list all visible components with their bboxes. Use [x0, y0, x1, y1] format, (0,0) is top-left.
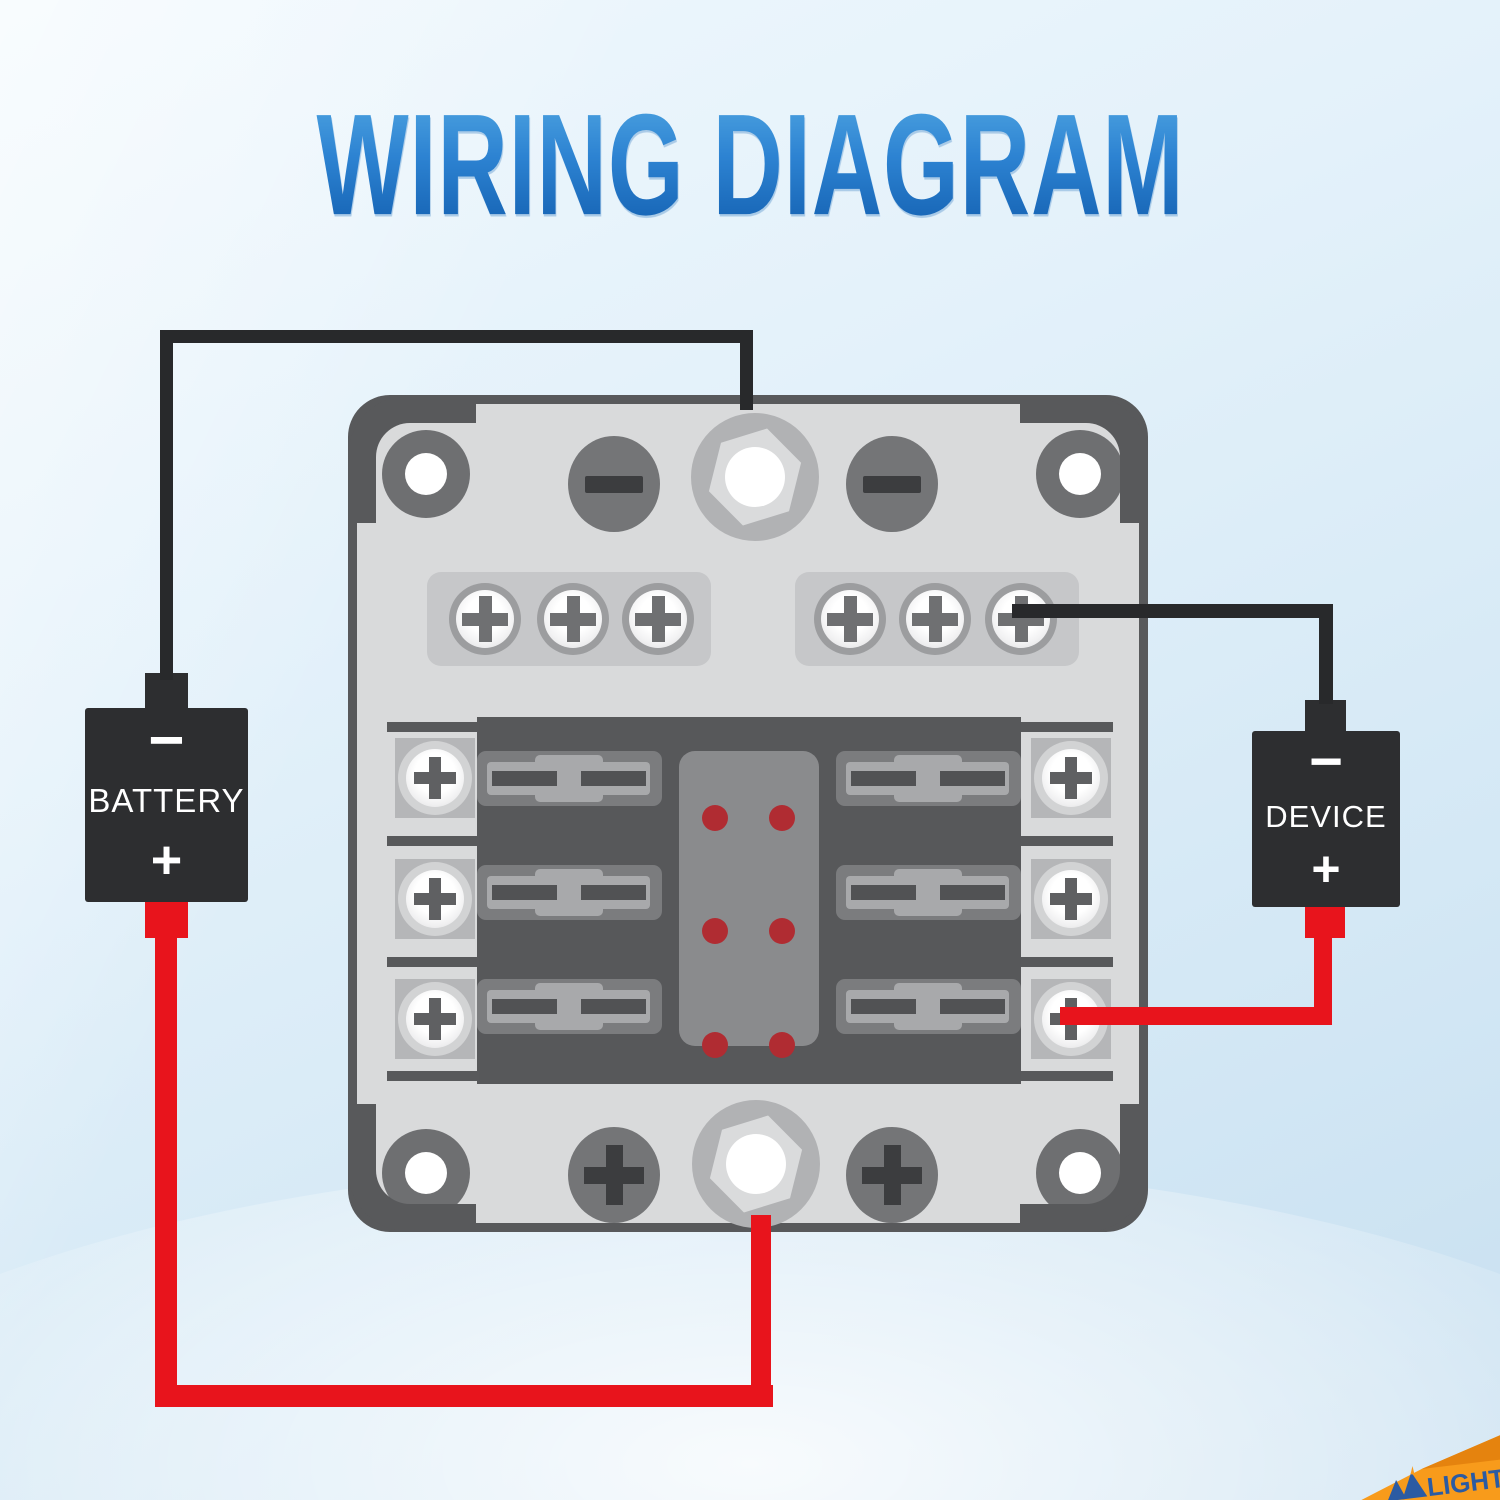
terminal-screw-icon: [814, 583, 886, 655]
device-negative-symbol: −: [1309, 729, 1343, 794]
device-negative-wire-horizontal: [1012, 604, 1333, 618]
blown-fuse-led-icon: [702, 805, 728, 831]
device-negative-tab: [1305, 700, 1346, 735]
blown-fuse-led-icon: [702, 1032, 728, 1058]
fuse-block: [348, 395, 1148, 1232]
separator-bar: [1021, 722, 1113, 732]
blade-fuse-icon: [477, 751, 662, 806]
device-positive-symbol: +: [1311, 841, 1341, 897]
circuit-terminal: [1031, 859, 1111, 939]
battery-negative-wire-horizontal: [160, 330, 753, 343]
nilight-logo-text: LIGHT: [1425, 1463, 1500, 1500]
blown-fuse-led-icon: [769, 1032, 795, 1058]
separator-bar: [387, 1071, 479, 1081]
nilight-logo-mountain-right: [1402, 1472, 1428, 1500]
fuse-blade-slots: [477, 751, 662, 806]
battery-positive-wire-horizontal: [155, 1385, 773, 1407]
nilight-logo-spike: [1410, 1465, 1415, 1475]
device-positive-wire-vertical: [1314, 930, 1332, 1025]
flathead-screw-icon: [568, 436, 660, 532]
fuse-blade-slots: [836, 751, 1021, 806]
terminal-screw-icon: [537, 583, 609, 655]
battery-negative-symbol: −: [148, 706, 185, 775]
circuit-terminal: [395, 979, 475, 1059]
phillips-screw-icon: [568, 1127, 660, 1223]
blown-fuse-led-icon: [769, 918, 795, 944]
fuse-blade-slots: [477, 979, 662, 1034]
battery-negative-wire-drop: [740, 330, 753, 410]
separator-bar: [387, 836, 479, 846]
battery-positive-wire-riser: [751, 1215, 771, 1407]
led-indicator-panel: [679, 751, 819, 1058]
nilight-logo-mountain-left: [1387, 1480, 1407, 1500]
circuit-screw-icon: [1034, 741, 1108, 815]
negative-bus-terminal-strip-left: [427, 572, 711, 666]
positive-input-stud-bottom-icon: [692, 1100, 820, 1228]
blade-fuse-icon: [477, 865, 662, 920]
fuse-housing: [477, 717, 1021, 1084]
terminal-screw-icon: [899, 583, 971, 655]
fuse-blade-slots: [836, 979, 1021, 1034]
device-negative-wire-vertical: [1319, 604, 1333, 704]
circuit-screw-icon: [398, 862, 472, 936]
battery-negative-wire-vertical: [160, 330, 173, 680]
battery: − BATTERY +: [85, 708, 248, 902]
separator-bar: [387, 722, 479, 732]
corner-bracket-top-left: [348, 395, 476, 523]
separator-bar: [1021, 1071, 1113, 1081]
corner-bracket-top-right: [1020, 395, 1148, 523]
terminal-screw-icon: [985, 583, 1057, 655]
separator-bar: [1021, 957, 1113, 967]
battery-positive-wire-vertical: [155, 930, 177, 1407]
blade-fuse-icon: [836, 979, 1021, 1034]
device: − DEVICE +: [1252, 731, 1400, 907]
separator-bar: [1021, 836, 1113, 846]
circuit-terminal: [395, 859, 475, 939]
battery-label: BATTERY: [88, 782, 245, 819]
page-title-wrap: WIRING DIAGRAM: [0, 82, 1500, 244]
blown-fuse-led-icon: [702, 918, 728, 944]
nilight-logo-banner: LIGHT: [1360, 1428, 1500, 1500]
positive-input-stud-icon: [691, 413, 819, 541]
blade-fuse-icon: [836, 865, 1021, 920]
corner-bracket-bottom-left: [348, 1104, 476, 1232]
fuse-blade-slots: [477, 865, 662, 920]
terminal-screw-icon: [622, 583, 694, 655]
blown-fuse-led-icon: [769, 805, 795, 831]
battery-positive-symbol: +: [150, 830, 183, 890]
blade-fuse-icon: [477, 979, 662, 1034]
page-title: WIRING DIAGRAM: [316, 82, 1184, 247]
circuit-screw-icon: [1034, 862, 1108, 936]
separator-bar: [387, 957, 479, 967]
device-label: DEVICE: [1265, 799, 1387, 834]
phillips-screw-icon: [846, 1127, 938, 1223]
circuit-screw-icon: [398, 741, 472, 815]
flathead-screw-icon: [846, 436, 938, 532]
blade-fuse-icon: [836, 751, 1021, 806]
terminal-screw-icon: [449, 583, 521, 655]
circuit-terminal: [395, 738, 475, 818]
nilight-logo-svg: LIGHT: [1387, 1463, 1500, 1500]
negative-bus-terminal-strip-right: [795, 572, 1079, 666]
fuse-blade-slots: [836, 865, 1021, 920]
corner-bracket-bottom-right: [1020, 1104, 1148, 1232]
circuit-terminal: [1031, 738, 1111, 818]
nilight-logo: LIGHT: [1384, 1455, 1500, 1500]
circuit-screw-icon: [398, 982, 472, 1056]
device-positive-wire-horizontal: [1060, 1007, 1323, 1025]
